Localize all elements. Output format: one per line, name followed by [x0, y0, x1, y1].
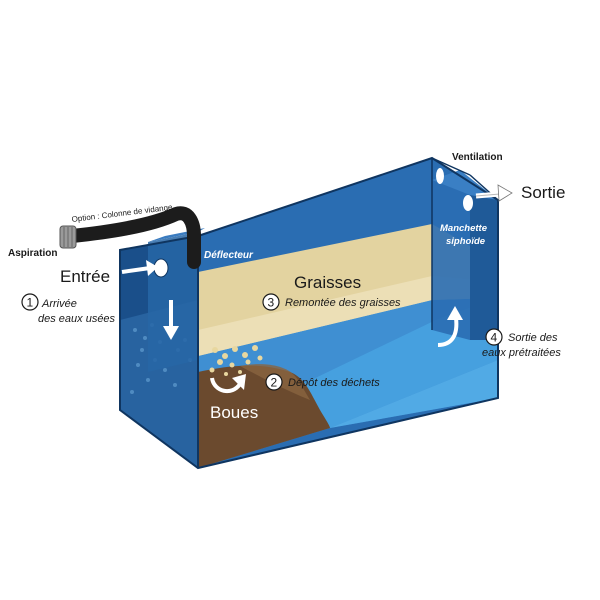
manchette-line2: siphoïde: [446, 236, 486, 247]
inlet-arrow: [121, 260, 158, 276]
step4-circle: [485, 328, 503, 346]
boues-label: Boues: [210, 403, 258, 422]
outlet-chamber-inner: [470, 195, 498, 340]
step4-line2: eaux prétraitées: [482, 347, 561, 359]
outlet-hole: [463, 195, 473, 211]
step1-line1: Arrivée: [41, 298, 77, 310]
outlet-chamber: [432, 180, 470, 340]
aspiration-connector: [59, 225, 77, 249]
graisses-label: Graisses: [294, 273, 361, 292]
tank-outline-back: [119, 156, 499, 470]
step1-line2: des eaux usées: [38, 313, 116, 325]
step3-number: 3: [268, 296, 275, 310]
step3-circle: [262, 293, 280, 311]
ventilation-label: Ventilation: [452, 152, 503, 163]
grease-bubbles: [209, 345, 263, 376]
outlet-arrow: [475, 184, 513, 202]
tank-edge-top: [431, 157, 471, 176]
ventilation-hole: [436, 168, 444, 184]
inlet-pipe: [65, 206, 201, 269]
step1-circle: [21, 293, 39, 311]
curl-arrow: [210, 374, 246, 394]
deflecteur-label: Déflecteur: [204, 250, 254, 261]
up-arrow: [437, 306, 463, 347]
aspiration-label: Aspiration: [8, 248, 57, 259]
outlet-sleeve-top: [432, 170, 498, 200]
step2-circle: [265, 373, 283, 391]
step3-text: Remontée des graisses: [285, 297, 401, 309]
down-arrow: [163, 300, 179, 340]
sortie-label: Sortie: [521, 183, 565, 202]
manchette-line1: Manchette: [440, 223, 488, 234]
step2-text: Dépôt des déchets: [288, 377, 380, 389]
grease-layer-light: [198, 276, 498, 356]
step2-number: 2: [271, 376, 278, 390]
step4-number: 4: [491, 331, 498, 345]
entree-label: Entrée: [60, 267, 110, 286]
step4-line1: Sortie des: [508, 332, 558, 344]
step1-number: 1: [27, 296, 34, 310]
